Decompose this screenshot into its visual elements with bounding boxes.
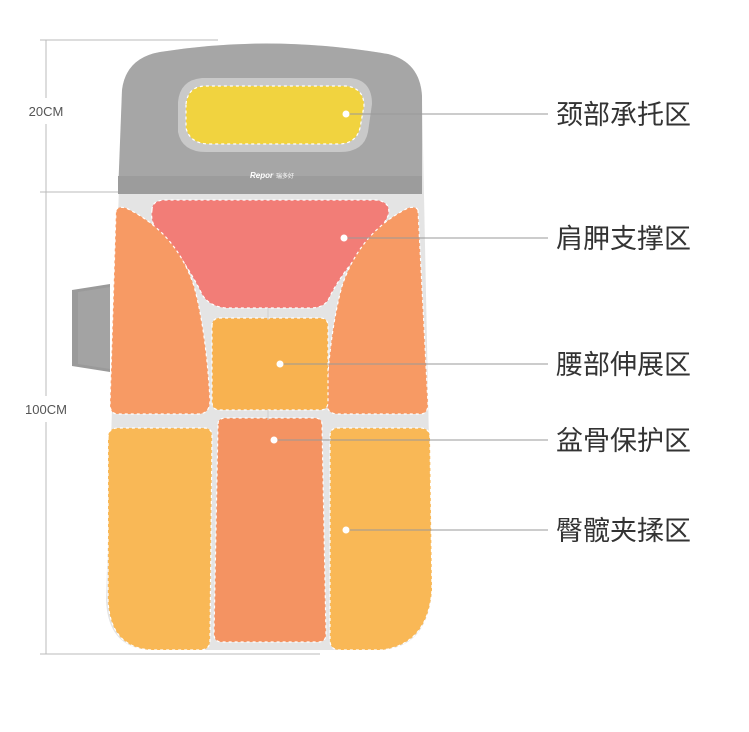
dimension-label-body: 100CM (25, 402, 67, 417)
waist-zone (211, 317, 329, 411)
side-zone-right (325, 206, 429, 415)
dimension-annotations: 20CM 100CM (25, 39, 412, 655)
label-pelvis-zone: 盆骨保护区 (556, 426, 691, 457)
neck-zone (185, 85, 365, 145)
leader-dot-neck (342, 110, 350, 118)
zone-labels: 颈部承托区 肩胛支撑区 腰部伸展区 盆骨保护区 臀髋夹揉区 (556, 100, 691, 547)
leader-lines (270, 110, 548, 534)
label-waist-zone: 腰部伸展区 (556, 350, 691, 381)
dimension-label-top: 20CM (29, 104, 64, 119)
hip-zone-right (329, 427, 433, 651)
leader-dot-hip (342, 526, 350, 534)
brand-logo: Repor (250, 171, 274, 180)
label-shoulder-zone: 肩胛支撑区 (556, 224, 691, 255)
cushion: Repor 瑞多好 (106, 43, 433, 651)
cushion-head-shade (118, 176, 422, 194)
side-strap-highlight (78, 287, 110, 369)
leader-dot-waist (276, 360, 284, 368)
label-hip-zone: 臀髋夹揉区 (556, 516, 691, 547)
pelvis-zone (213, 417, 327, 643)
side-zone-left (109, 206, 211, 415)
brand-logo-sub: 瑞多好 (276, 172, 294, 180)
shoulder-zone (151, 199, 390, 309)
hip-zone-left (107, 427, 213, 651)
leader-dot-shoulder (340, 234, 348, 242)
label-neck-zone: 颈部承托区 (556, 100, 691, 131)
leader-dot-pelvis (270, 436, 278, 444)
